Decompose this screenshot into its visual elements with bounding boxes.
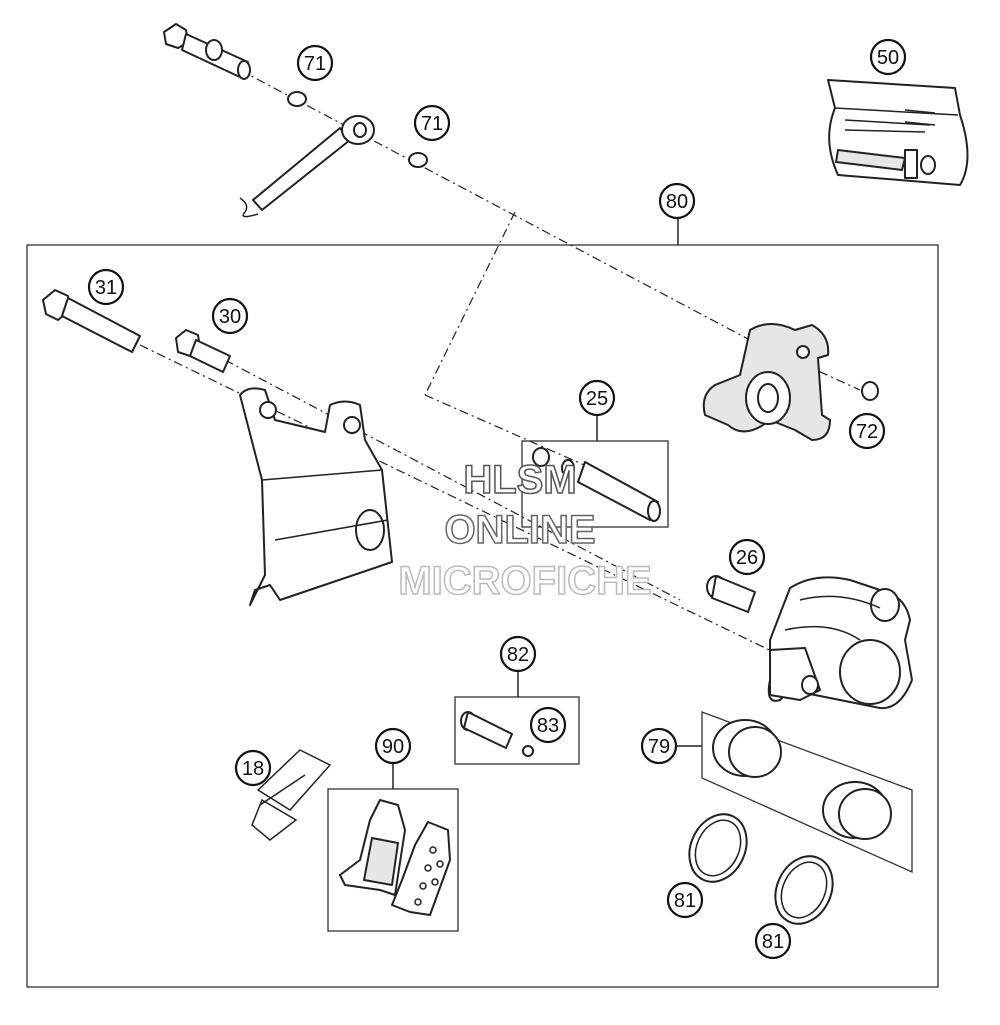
seal-81-a: [688, 813, 748, 883]
pad-spring: [251, 749, 332, 841]
washer-71-b: [408, 152, 428, 168]
pin-kit-frame-25: [521, 440, 669, 528]
callout-18[interactable]: 18: [234, 749, 272, 787]
brake-fluid-pack: [827, 79, 969, 186]
callout-18-label: 18: [242, 758, 264, 780]
watermark-line-1: HLSM: [463, 458, 576, 502]
brake-pads: [339, 799, 451, 916]
callout-82[interactable]: 82: [499, 635, 537, 673]
callout-71-b[interactable]: 71: [413, 104, 451, 142]
callout-81-b-label: 81: [762, 931, 784, 953]
retaining-pin: [460, 711, 534, 757]
assembly-frame: [26, 244, 939, 988]
callout-83-label: 83: [537, 715, 559, 737]
bolt-26: [706, 575, 756, 613]
callout-72[interactable]: 72: [848, 412, 886, 450]
callout-80[interactable]: 80: [658, 182, 696, 220]
bolt-30: [175, 329, 231, 373]
callout-81-b[interactable]: 81: [754, 922, 792, 960]
callout-31-label: 31: [95, 277, 117, 299]
seal-81-a-inner: [694, 819, 742, 877]
pin-kit-frame-82: [454, 696, 580, 765]
callout-79-label: 79: [648, 736, 670, 758]
callout-30-label: 30: [219, 306, 241, 328]
callout-72-label: 72: [856, 421, 878, 443]
watermark-line-2: ONLINE: [444, 508, 595, 552]
seal-81-b: [774, 855, 834, 925]
callout-26[interactable]: 26: [728, 538, 766, 576]
callout-71-a-label: 71: [304, 53, 326, 75]
callout-50-label: 50: [877, 47, 899, 69]
bolt-31: [42, 289, 141, 353]
callout-71-b-label: 71: [421, 113, 443, 135]
washer-72: [861, 381, 879, 401]
callout-31[interactable]: 31: [87, 268, 125, 306]
watermark: HLSM ONLINE MICROFICHE: [398, 457, 653, 604]
brake-caliper: [767, 576, 913, 710]
callout-83[interactable]: 83: [529, 706, 567, 744]
callout-80-label: 80: [666, 191, 688, 213]
piston-kit-frame-79: [701, 711, 913, 874]
caliper-bracket: [239, 387, 393, 606]
callout-71-a[interactable]: 71: [296, 44, 334, 82]
callout-30[interactable]: 30: [211, 297, 249, 335]
callout-81-a[interactable]: 81: [666, 881, 704, 919]
pistons: [712, 719, 892, 840]
callout-90[interactable]: 90: [374, 727, 412, 765]
callout-25[interactable]: 25: [578, 379, 616, 417]
callout-90-label: 90: [382, 736, 404, 758]
callout-79[interactable]: 79: [640, 727, 678, 765]
washer-71-a: [287, 91, 307, 107]
callout-82-label: 82: [507, 644, 529, 666]
callout-81-a-label: 81: [674, 890, 696, 912]
callout-50[interactable]: 50: [869, 38, 907, 76]
banjo-bolt: [163, 23, 251, 80]
watermark-line-3: MICROFICHE: [398, 559, 651, 603]
brake-hose: [239, 115, 375, 218]
callout-25-label: 25: [586, 388, 608, 410]
callout-26-label: 26: [736, 547, 758, 569]
caliper-carrier: [702, 323, 831, 441]
seal-81-b-inner: [780, 861, 828, 919]
slide-pin: [532, 447, 661, 522]
